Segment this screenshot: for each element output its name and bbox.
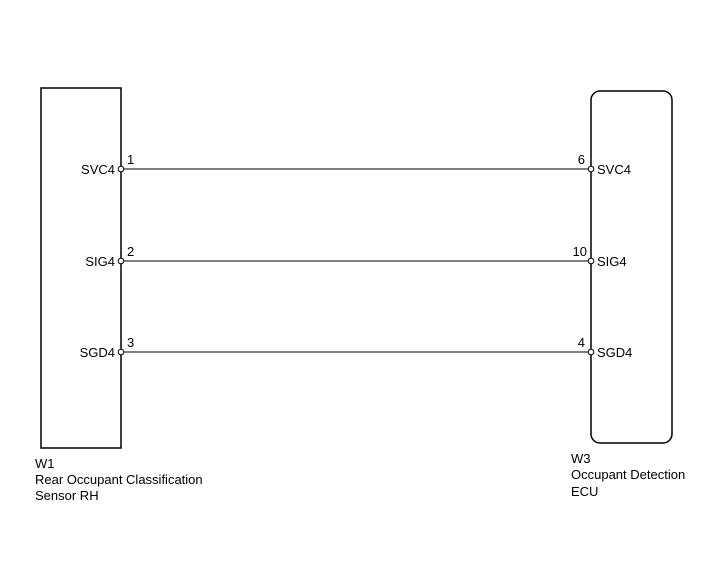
left-terminal-2 xyxy=(117,257,125,265)
left-terminal-1 xyxy=(117,165,125,173)
right-terminal-3 xyxy=(587,348,595,356)
right-pin-3: 4 xyxy=(578,335,585,350)
right-signal-2: SIG4 xyxy=(597,254,627,269)
right-signal-3: SGD4 xyxy=(597,345,632,360)
connection-2: SIG4 2 10 SIG4 xyxy=(85,244,626,269)
right-component-box xyxy=(590,90,673,444)
right-component-name-line1: Occupant Detection xyxy=(571,467,685,482)
right-signal-1: SVC4 xyxy=(597,162,631,177)
right-pin-1: 6 xyxy=(578,152,585,167)
left-terminal-3 xyxy=(117,348,125,356)
left-component-name-line2: Sensor RH xyxy=(35,488,99,503)
right-component-name-line2: ECU xyxy=(571,484,598,499)
left-pin-1: 1 xyxy=(127,152,134,167)
left-component-id: W1 xyxy=(35,456,55,471)
connection-3: SGD4 3 4 SGD4 xyxy=(80,335,633,360)
left-component-box xyxy=(40,87,122,449)
left-pin-2: 2 xyxy=(127,244,134,259)
right-terminal-2 xyxy=(587,257,595,265)
right-terminal-1 xyxy=(587,165,595,173)
left-component-name-line1: Rear Occupant Classification xyxy=(35,472,203,487)
connection-1: SVC4 1 6 SVC4 xyxy=(81,152,631,177)
left-pin-3: 3 xyxy=(127,335,134,350)
left-signal-1: SVC4 xyxy=(81,162,115,177)
right-component-id: W3 xyxy=(571,451,591,466)
right-pin-2: 10 xyxy=(573,244,587,259)
left-signal-3: SGD4 xyxy=(80,345,115,360)
left-signal-2: SIG4 xyxy=(85,254,115,269)
